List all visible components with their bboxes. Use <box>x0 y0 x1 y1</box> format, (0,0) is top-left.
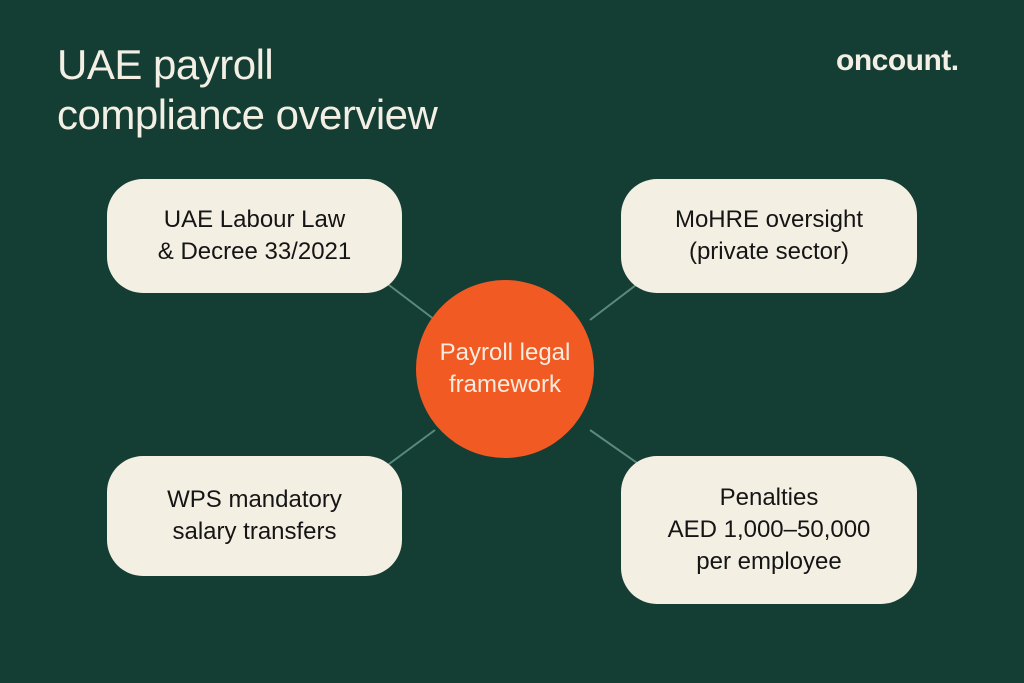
node-text: UAE Labour Law <box>163 206 346 233</box>
node-text: per employee <box>696 548 842 575</box>
title-line-2: compliance overview <box>57 91 438 138</box>
node-text: WPS mandatory <box>167 486 342 513</box>
node-text: & Decree 33/2021 <box>157 238 352 265</box>
center-text: framework <box>448 371 562 398</box>
page-title: UAE payroll compliance overview <box>57 40 438 140</box>
center-node: Payroll legal framework <box>416 280 594 458</box>
node-penalties: Penalties AED 1,000–50,000 per employee <box>621 456 917 604</box>
node-mohre: MoHRE oversight (private sector) <box>621 179 917 293</box>
brand-logo: oncount. <box>836 44 959 77</box>
node-text: MoHRE oversight <box>674 206 864 233</box>
center-text: Payroll legal <box>439 339 571 366</box>
node-text: Penalties <box>719 484 819 511</box>
node-text: salary transfers <box>172 518 337 545</box>
node-wps: WPS mandatory salary transfers <box>107 456 402 576</box>
node-text: AED 1,000–50,000 <box>667 516 871 543</box>
title-line-1: UAE payroll <box>57 41 274 88</box>
node-labour-law: UAE Labour Law & Decree 33/2021 <box>107 179 402 293</box>
node-text: (private sector) <box>688 238 850 265</box>
